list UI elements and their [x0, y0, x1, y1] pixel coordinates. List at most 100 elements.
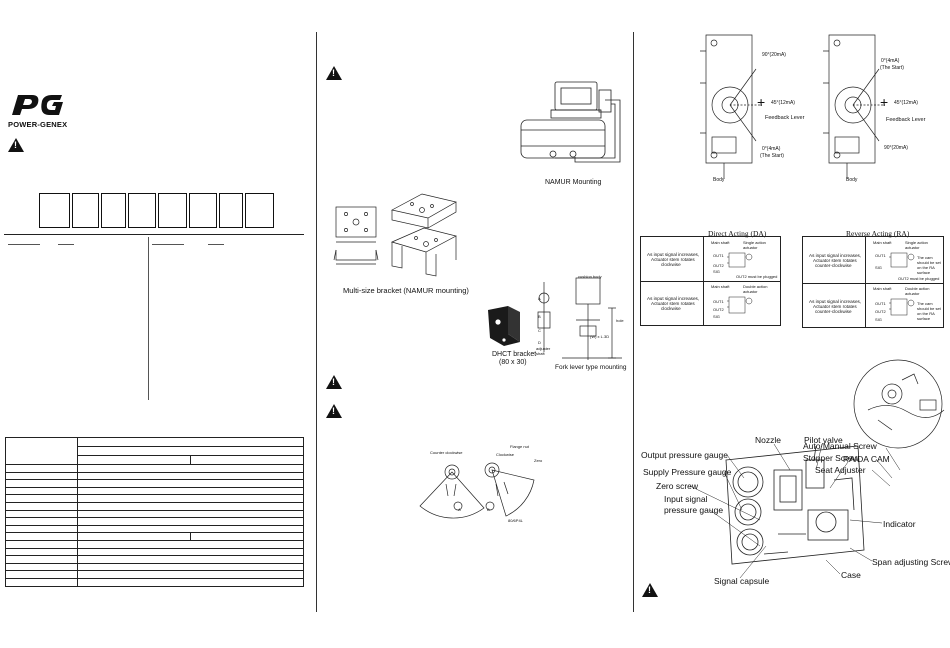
reverse-row1-single: Single action actuator: [905, 240, 928, 250]
lever-right-body: Body: [846, 177, 858, 183]
label-zero-screw: Zero screw: [656, 481, 699, 491]
reverse-row2-out1: OUT1: [875, 301, 886, 306]
fork-note-shaft: shaft: [536, 351, 545, 356]
reverse-row2-out2: OUT2: [875, 309, 886, 314]
lever-left-top: 90°(20mA): [762, 52, 786, 58]
cam-note-a: A: [458, 507, 461, 512]
section-rule: [4, 234, 304, 235]
label-seat-adjuster: Seat Adjuster: [815, 465, 866, 475]
cam-note-dim: 80/6P4L: [508, 518, 523, 523]
reverse-row2-desc-3: counter-clockwise: [815, 309, 852, 314]
lever-left-bottom2: (The Start): [760, 153, 784, 159]
direct-acting-table: As input signal increases, Actuator stem…: [640, 236, 781, 326]
namur-mounting-caption: NAMUR Mounting: [545, 179, 602, 186]
lever-left-plus: +: [757, 94, 766, 110]
fork-lever-caption: Fork lever type mounting: [555, 364, 627, 371]
lever-right-bottom: 90°(20mA): [884, 145, 908, 151]
dhct-bracket-caption: DHCT bracket: [492, 351, 537, 358]
reverse-acting-title: Reverse Acting (RA): [846, 229, 910, 238]
box-5: [158, 193, 187, 228]
reverse-row2-main: Main shaft: [873, 286, 892, 291]
label-stopper-screw: Stopper Screw: [803, 453, 859, 463]
lever-right-feedback: Feedback Lever: [886, 117, 926, 123]
direct-row2-sig: SIG: [713, 314, 720, 319]
namur-mounting-figure: [520, 81, 621, 163]
reverse-acting-table: As input signal increases, Actuator stem…: [802, 236, 944, 328]
cam-note-clock: Clockwise: [496, 452, 515, 457]
brand-logo: [10, 93, 70, 121]
direct-row1-desc-2: Actuator stem rotates: [651, 257, 695, 262]
cam-note-counter: Counter clockwise: [430, 450, 463, 455]
label-auto-manual-screw: Auto/Manual Screw: [803, 441, 877, 451]
label-ra-da-cam: RA/DA CAM: [843, 454, 890, 464]
label-case: Case: [841, 570, 861, 580]
multi-bracket-figure: [333, 193, 457, 277]
direct-row1-sig: SIG: [713, 269, 720, 274]
label-signal-capsule: Signal capsule: [714, 576, 770, 586]
fork-note-cushion: cushion body: [578, 274, 602, 279]
warning-icon: [326, 404, 342, 418]
fork-note-b: B: [538, 314, 541, 319]
direct-row2-desc-3: clockwise: [661, 306, 681, 311]
reverse-row1-cam: The cam should be set on the RA surface: [917, 255, 941, 275]
direct-mini-diagram-1: [727, 252, 753, 268]
direct-row1-desc-3: clockwise: [661, 262, 681, 267]
lever-right-top2: (The Start): [880, 65, 904, 71]
cam-note-b: B: [487, 507, 490, 512]
direct-row2-desc-2: Actuator stem rotates: [651, 301, 695, 306]
lever-left-feedback: Feedback Lever: [765, 115, 805, 121]
reverse-mini-diagram-1: [889, 252, 915, 268]
cam-note-nut: Flange nut: [510, 444, 529, 449]
label-pilot-valve: Pilot valve: [804, 435, 843, 445]
warning-icon: [642, 583, 658, 597]
dhct-bracket-figure: [488, 306, 520, 346]
reverse-row1-main: Main shaft: [873, 240, 892, 245]
direct-row1-out2: OUT2: [713, 263, 724, 268]
fork-note-adjuster: adjuster: [536, 346, 551, 351]
column-divider-1: [316, 32, 317, 612]
warning-icon: [326, 375, 342, 389]
reverse-row1-desc-2: Actuator stem rotates: [813, 258, 857, 263]
direct-acting-title: Direct Acting (DA): [708, 229, 767, 238]
fork-lever-figure: [537, 277, 622, 360]
box-7: [219, 193, 243, 228]
lever-right-top: 0°(4mA): [881, 58, 900, 64]
lever-left-body: Body: [713, 177, 725, 183]
label-span-adjusting-screw: Span adjusting Screw: [872, 557, 950, 567]
fork-note-c: C: [538, 328, 541, 333]
reverse-row1-sig: SIG: [875, 265, 882, 270]
direct-row2-out1: OUT1: [713, 299, 724, 304]
lever-body-right: [823, 34, 885, 179]
label-output-pressure-gauge: Output pressure gauge: [641, 450, 728, 460]
box-8: [245, 193, 274, 228]
direct-row2-out2: OUT2: [713, 307, 724, 312]
lever-left-mid: 45°(12mA): [771, 100, 795, 106]
reverse-row1-note: OUT2 must be plugged: [898, 276, 940, 281]
label-input-signal-2: pressure gauge: [664, 505, 724, 515]
lever-left-bottom: 0°(4mA): [762, 146, 781, 152]
reverse-row1-out1: OUT1: [875, 253, 886, 258]
column-divider-2: [633, 32, 634, 612]
label-supply-pressure-gauge: Supply Pressure gauge: [643, 467, 732, 477]
warning-icon: [8, 138, 24, 152]
direct-row1-out1: OUT1: [713, 253, 724, 258]
fork-note-d: D: [538, 340, 541, 345]
underline-a: [8, 244, 40, 245]
label-input-signal-1: Input signal: [664, 494, 708, 504]
label-nozzle: Nozzle: [755, 435, 781, 445]
box-3: [101, 193, 126, 228]
inner-divider: [148, 237, 149, 400]
underline-c: [152, 244, 184, 245]
label-indicator: Indicator: [883, 519, 916, 529]
multi-bracket-caption: Multi-size bracket (NAMUR mounting): [343, 286, 469, 295]
direct-row1-desc-1: As input signal increases,: [647, 252, 700, 257]
positioner-main-drawing: [725, 445, 865, 565]
cam-diagram-figure: [419, 462, 535, 519]
direct-row2-desc-1: As input signal increases,: [647, 296, 700, 301]
reverse-row1-desc-1: As input signal increases,: [809, 253, 862, 258]
dhct-size-caption: (80 x 30): [499, 359, 527, 366]
fork-note-hole: hole: [616, 318, 624, 323]
fork-note-dim: (W) x L.3D: [590, 334, 610, 339]
fork-note-a: A: [538, 296, 541, 301]
